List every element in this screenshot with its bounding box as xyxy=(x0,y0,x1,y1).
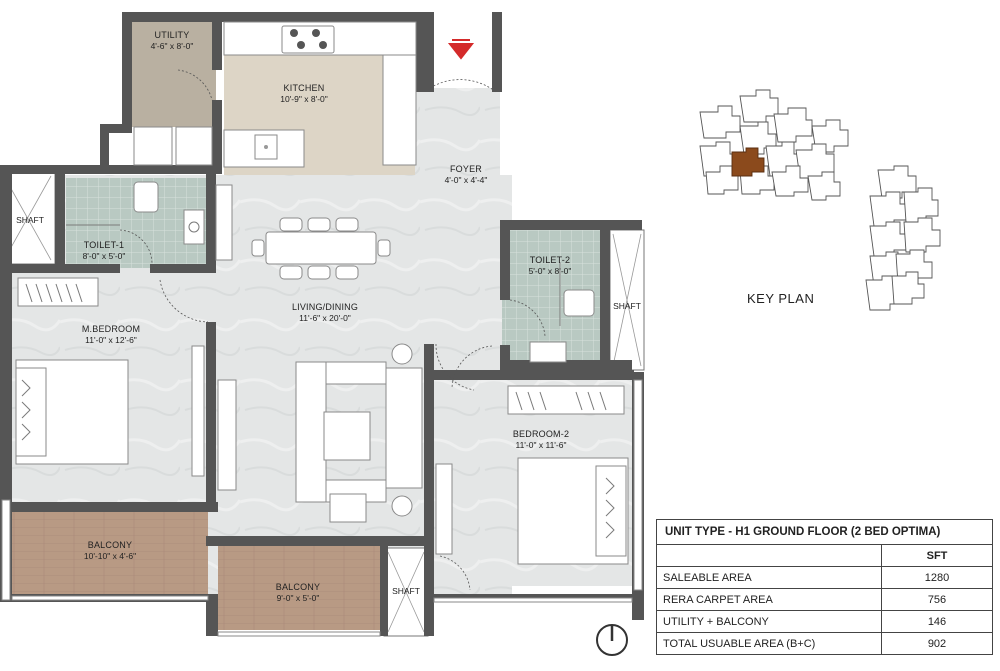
stove-burner xyxy=(297,41,305,49)
room-labels: UTILITY 4'-6" x 8'-0" KITCHEN 10'-9" x 8… xyxy=(16,30,641,603)
table-row: TOTAL USUABLE AREA (B+C) 902 xyxy=(656,632,993,655)
area-value: 146 xyxy=(881,610,993,633)
foyer-floor xyxy=(415,88,500,278)
living-name: LIVING/DINING xyxy=(292,302,358,312)
kitchen-counter xyxy=(223,21,417,168)
area-table-header-blank xyxy=(656,544,882,567)
foyer-dims: 4'-0" x 4'-4" xyxy=(445,175,488,185)
balcony1-floor xyxy=(12,512,208,596)
m-bedroom-furniture xyxy=(15,277,205,477)
living-dims: 11'-6" x 20'-0" xyxy=(299,313,351,323)
bedroom2-furniture xyxy=(435,385,629,565)
balcony2-name: BALCONY xyxy=(276,582,320,592)
balcony1-dims: 10'-10" x 4'-6" xyxy=(84,551,136,561)
toilet1-name: TOILET-1 xyxy=(84,240,124,250)
entry-arrow-icon xyxy=(447,39,475,60)
foyer-name: FOYER xyxy=(450,164,482,174)
bedroom2-dims: 11'-0" x 11'-6" xyxy=(515,440,566,450)
area-label: SALEABLE AREA xyxy=(656,566,882,589)
table-row: UTILITY + BALCONY 146 xyxy=(656,610,993,633)
utility-name: UTILITY xyxy=(155,30,190,40)
shaft-right-label: SHAFT xyxy=(613,301,641,311)
toilet1-dims: 8'-0" x 5'-0" xyxy=(83,251,126,261)
utility-floor xyxy=(132,22,216,127)
toilet1-fixtures xyxy=(66,181,205,265)
balcony2-floor xyxy=(218,546,380,630)
area-value: 1280 xyxy=(881,566,993,589)
toilet2-name: TOILET-2 xyxy=(530,255,570,265)
area-value: 756 xyxy=(881,588,993,611)
unit-type: UNIT TYPE - H1 GROUND FLOOR (2 BED OPTIM… xyxy=(656,519,993,545)
stove-burner xyxy=(319,41,327,49)
area-table-header-row: SFT xyxy=(656,544,993,567)
shaft-left-label: SHAFT xyxy=(16,215,44,225)
area-label: TOTAL USUABLE AREA (B+C) xyxy=(656,632,882,655)
bedroom2-name: BEDROOM-2 xyxy=(513,429,569,439)
dining-table xyxy=(251,217,391,280)
area-label: UTILITY + BALCONY xyxy=(656,610,882,633)
table-row: RERA CARPET AREA 756 xyxy=(656,588,993,611)
shaft-bottom-label: SHAFT xyxy=(392,586,420,596)
utility-fixtures xyxy=(133,69,213,166)
stove-burner xyxy=(312,29,320,37)
table-row: SALEABLE AREA 1280 xyxy=(656,566,993,589)
mbedroom-name: M.BEDROOM xyxy=(82,324,140,334)
area-table: UNIT TYPE - H1 GROUND FLOOR (2 BED OPTIM… xyxy=(656,519,993,655)
utility-dims: 4'-6" x 8'-0" xyxy=(151,41,194,51)
toilet2-fixtures xyxy=(509,262,595,363)
area-label: RERA CARPET AREA xyxy=(656,588,882,611)
north-compass-icon xyxy=(596,624,628,656)
key-plan-diagram xyxy=(699,89,941,311)
kitchen-name: KITCHEN xyxy=(284,83,325,93)
sofa-set xyxy=(215,184,423,523)
balcony1-name: BALCONY xyxy=(88,540,132,550)
shaft-hatch xyxy=(3,175,642,633)
key-plan-highlighted-unit xyxy=(731,147,765,177)
balcony2-dims: 9'-0" x 5'-0" xyxy=(277,593,320,603)
stove-burner xyxy=(290,29,298,37)
toilet2-dims: 5'-0" x 8'-0" xyxy=(529,266,572,276)
mbedroom-dims: 11'-0" x 12'-6" xyxy=(85,335,137,345)
windows xyxy=(1,379,643,637)
doors xyxy=(159,79,497,591)
area-value: 902 xyxy=(881,632,993,655)
area-table-title-row: UNIT TYPE - H1 GROUND FLOOR (2 BED OPTIM… xyxy=(656,519,993,545)
area-unit-header: SFT xyxy=(881,544,993,567)
kitchen-dims: 10'-9" x 8'-0" xyxy=(280,94,328,104)
key-plan-title: KEY PLAN xyxy=(747,291,815,306)
